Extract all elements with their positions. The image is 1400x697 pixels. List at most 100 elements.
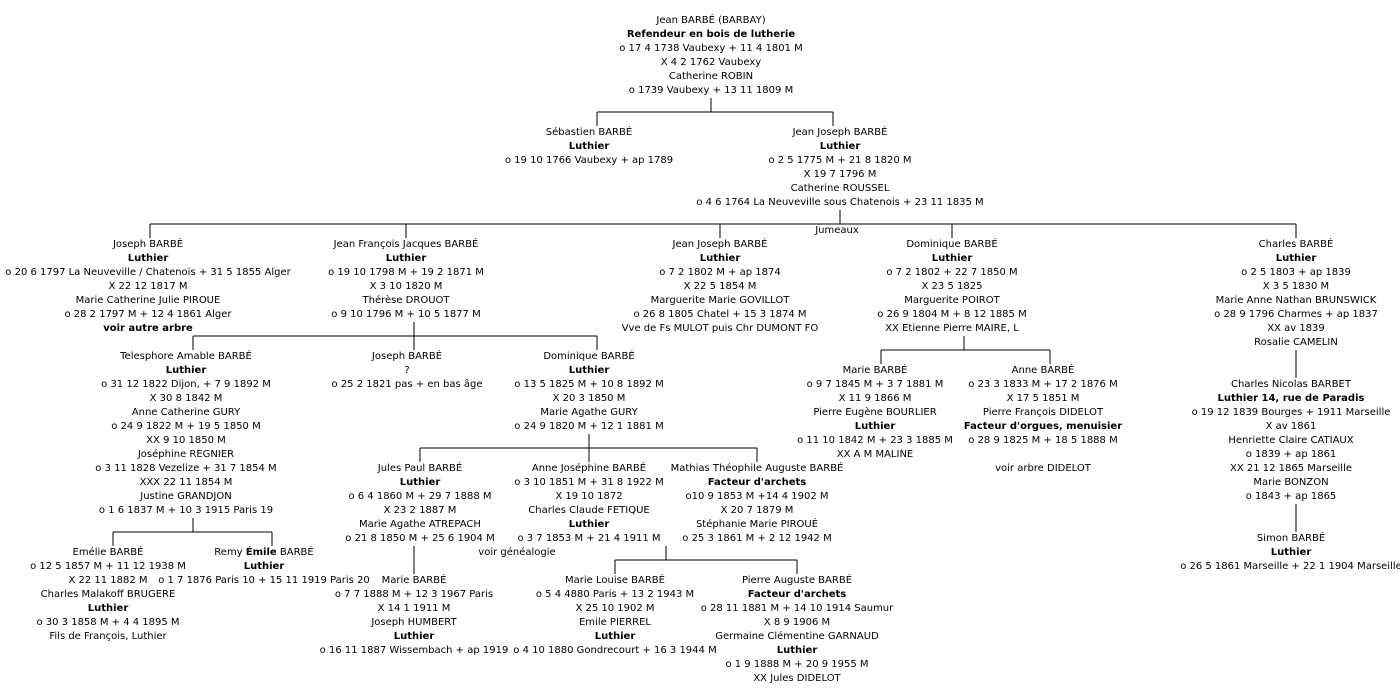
person-profession: Luthier xyxy=(1270,547,1312,558)
person-life: o 17 4 1738 Vaubexy + 11 4 1801 M xyxy=(619,43,803,54)
person-anne-josephine-barbe: Anne Joséphine BARBÉ o 3 10 1851 M + 31 … xyxy=(478,462,663,560)
person-dominique-barbe: Dominique BARBÉ Luthier o 7 2 1802 + 22 … xyxy=(877,238,1026,336)
spouse-life: o 4 6 1764 La Neuveville sous Chatenois … xyxy=(696,197,984,208)
spouse-name: Marie Agathe ATREPACH xyxy=(359,519,481,530)
person-name: Marie BARBÉ xyxy=(842,365,908,376)
spouse-name: Thérèse DROUOT xyxy=(362,295,450,306)
person-emelie-barbe: Emélie BARBÉ o 12 5 1857 M + 11 12 1938 … xyxy=(30,546,186,644)
person-life: o10 9 1853 M +14 4 1902 M xyxy=(685,491,829,502)
person-name: Anne Joséphine BARBÉ xyxy=(531,463,647,474)
person-life: o 19 10 1798 M + 19 2 1871 M xyxy=(328,267,484,278)
person-life: o 5 4 4880 Paris + 13 2 1943 M xyxy=(535,589,695,600)
person-profession: Luthier xyxy=(1275,253,1317,264)
person-telesphore-barbe: Telesphore Amable BARBÉ Luthier o 31 12 … xyxy=(95,350,276,518)
spouse-name: Joseph HUMBERT xyxy=(371,617,457,628)
person-name: Anne BARBÉ xyxy=(1011,365,1075,376)
person-charles-nicolas-barbet: Charles Nicolas BARBET Luthier 14, rue d… xyxy=(1192,378,1391,504)
person-name: Dominique BARBÉ xyxy=(543,351,635,362)
person-name: Simon BARBÉ xyxy=(1256,533,1326,544)
third-marriage-info: XXX 22 11 1854 M xyxy=(139,477,233,488)
person-joseph-barbe: Joseph BARBÉ Luthier o 20 6 1797 La Neuv… xyxy=(5,238,290,336)
marriage-info: X 25 10 1902 M xyxy=(575,603,655,614)
spouse-life: o 16 11 1887 Wissembach + ap 1919 xyxy=(319,645,509,656)
person-life: o 9 7 1845 M + 3 7 1881 M xyxy=(806,379,944,390)
see-didelot-tree-note: voir arbre DIDELOT xyxy=(995,463,1091,474)
marriage-info: X 22 12 1817 M xyxy=(108,281,188,292)
person-name: Pierre Auguste BARBÉ xyxy=(741,575,853,586)
marriage-info: X 3 5 1830 M xyxy=(1262,281,1330,292)
spouse-life: o 3 7 1853 M + 21 4 1911 M xyxy=(517,533,661,544)
spouse-profession: Luthier xyxy=(854,421,896,432)
spouse-life: o 25 3 1861 M + 2 12 1942 M xyxy=(682,533,832,544)
person-profession: Luthier xyxy=(127,253,169,264)
name-first: Remy xyxy=(214,547,243,558)
person-profession: Facteur d'archets xyxy=(747,589,847,600)
person-name: Jean François Jacques BARBÉ xyxy=(333,239,479,250)
person-profession: Luthier xyxy=(399,477,441,488)
marriage-info: X 17 5 1851 M xyxy=(1006,393,1080,404)
person-profession: Luthier xyxy=(699,253,741,264)
see-genealogy-note: voir généalogie xyxy=(478,547,556,558)
spouse-name: Marie Catherine Julie PIROUE xyxy=(75,295,221,306)
spouse-profession: Facteur d'orgues, menuisier xyxy=(963,421,1123,432)
spouse-life: o 1 9 1888 M + 20 9 1955 M xyxy=(725,659,869,670)
person-anne-barbe: Anne BARBÉ o 23 3 1833 M + 17 2 1876 M X… xyxy=(964,364,1122,476)
person-mathias-barbe: Mathias Théophile Auguste BARBÉ Facteur … xyxy=(671,462,844,546)
person-jean-barbe-root: Jean BARBÉ (BARBAY) Refendeur en bois de… xyxy=(619,14,803,98)
person-name: Jean BARBÉ (BARBAY) xyxy=(656,15,766,26)
person-note: Fils de François, Luthier xyxy=(49,631,167,642)
person-life: o 19 12 1839 Bourges + 1911 Marseille xyxy=(1191,407,1391,418)
spouse-name: Anne Catherine GURY xyxy=(131,407,241,418)
person-name: Jules Paul BARBÉ xyxy=(377,463,463,474)
person-profession: Luthier xyxy=(931,253,973,264)
spouse-name: Pierre Eugène BOURLIER xyxy=(813,407,937,418)
spouse-name: Marguerite POIROT xyxy=(904,295,1000,306)
person-jean-francois-barbe: Jean François Jacques BARBÉ Luthier o 19… xyxy=(328,238,484,322)
person-name: Joseph BARBÉ xyxy=(112,239,184,250)
person-life: o 28 11 1881 M + 14 10 1914 Saumur xyxy=(700,603,894,614)
spouse-name: Catherine ROUSSEL xyxy=(790,183,890,194)
spouse-name: Catherine ROBIN xyxy=(668,71,754,82)
person-pierre-auguste-barbe: Pierre Auguste BARBÉ Facteur d'archets o… xyxy=(701,574,894,686)
see-other-tree-note: voir autre arbre xyxy=(103,323,193,334)
second-marriage-info: XX A M MALINE xyxy=(836,449,914,460)
second-marriage-info: XX 21 12 1865 Marseille xyxy=(1229,463,1353,474)
spouse-life: o 28 9 1796 Charmes + ap 1837 xyxy=(1214,309,1378,320)
person-life: o 19 10 1766 Vaubexy + ap 1789 xyxy=(504,155,674,166)
person-profession: Luthier xyxy=(165,365,207,376)
person-name: Remy Émile BARBÉ xyxy=(158,546,370,560)
marriage-info: X 19 7 1796 M xyxy=(803,169,877,180)
person-life: o 2 5 1803 + ap 1839 xyxy=(1241,267,1351,278)
marriage-info: X 19 10 1872 xyxy=(555,491,623,502)
name-usual: Émile xyxy=(245,547,277,558)
person-name: Mathias Théophile Auguste BARBÉ xyxy=(670,463,844,474)
person-remy-emile-barbe: Remy Émile BARBÉ Luthier o 1 7 1876 Pari… xyxy=(158,546,370,588)
person-jean-joseph-barbe: Jean Joseph BARBÉ Luthier o 2 5 1775 M +… xyxy=(696,126,983,210)
spacer xyxy=(964,448,1122,462)
person-life: o 13 5 1825 M + 10 8 1892 M xyxy=(514,379,664,390)
person-name: Marie Louise BARBÉ xyxy=(565,575,665,586)
person-name: Charles BARBÉ xyxy=(1258,239,1334,250)
spouse-name: Charles Claude FETIQUE xyxy=(528,505,650,516)
spouse-name: Henriette Claire CATIAUX xyxy=(1228,435,1354,446)
person-note: Vve de Fs MULOT puis Chr DUMONT FO xyxy=(621,323,819,334)
person-life: o 12 5 1857 M + 11 12 1938 M xyxy=(30,561,186,572)
spouse-life: o 21 8 1850 M + 25 6 1904 M xyxy=(345,533,495,544)
person-name: Marie BARBÉ xyxy=(381,575,447,586)
person-profession: Luthier xyxy=(568,141,610,152)
spouse-life: o 1839 + ap 1861 xyxy=(1245,449,1337,460)
spouse-profession: Luthier xyxy=(568,519,610,530)
second-spouse-life: o 3 11 1828 Vezelize + 31 7 1854 M xyxy=(95,463,277,474)
spouse-name: Stéphanie Marie PIROUÉ xyxy=(695,519,819,530)
spouse-name: Germaine Clémentine GARNAUD xyxy=(715,631,879,642)
spouse-name: Marie Anne Nathan BRUNSWICK xyxy=(1215,295,1377,306)
spouse-profession: Luthier xyxy=(393,631,435,642)
marriage-info: X 14 1 1911 M xyxy=(377,603,451,614)
person-name: Telesphore Amable BARBÉ xyxy=(120,351,252,362)
marriage-info: X av 1861 xyxy=(1265,421,1317,432)
spouse-life: o 24 9 1820 M + 12 1 1881 M xyxy=(514,421,664,432)
marriage-info: X 8 9 1906 M xyxy=(763,617,831,628)
person-name: Sébastien BARBÉ xyxy=(545,127,633,138)
person-name: Joseph BARBÉ xyxy=(371,351,443,362)
